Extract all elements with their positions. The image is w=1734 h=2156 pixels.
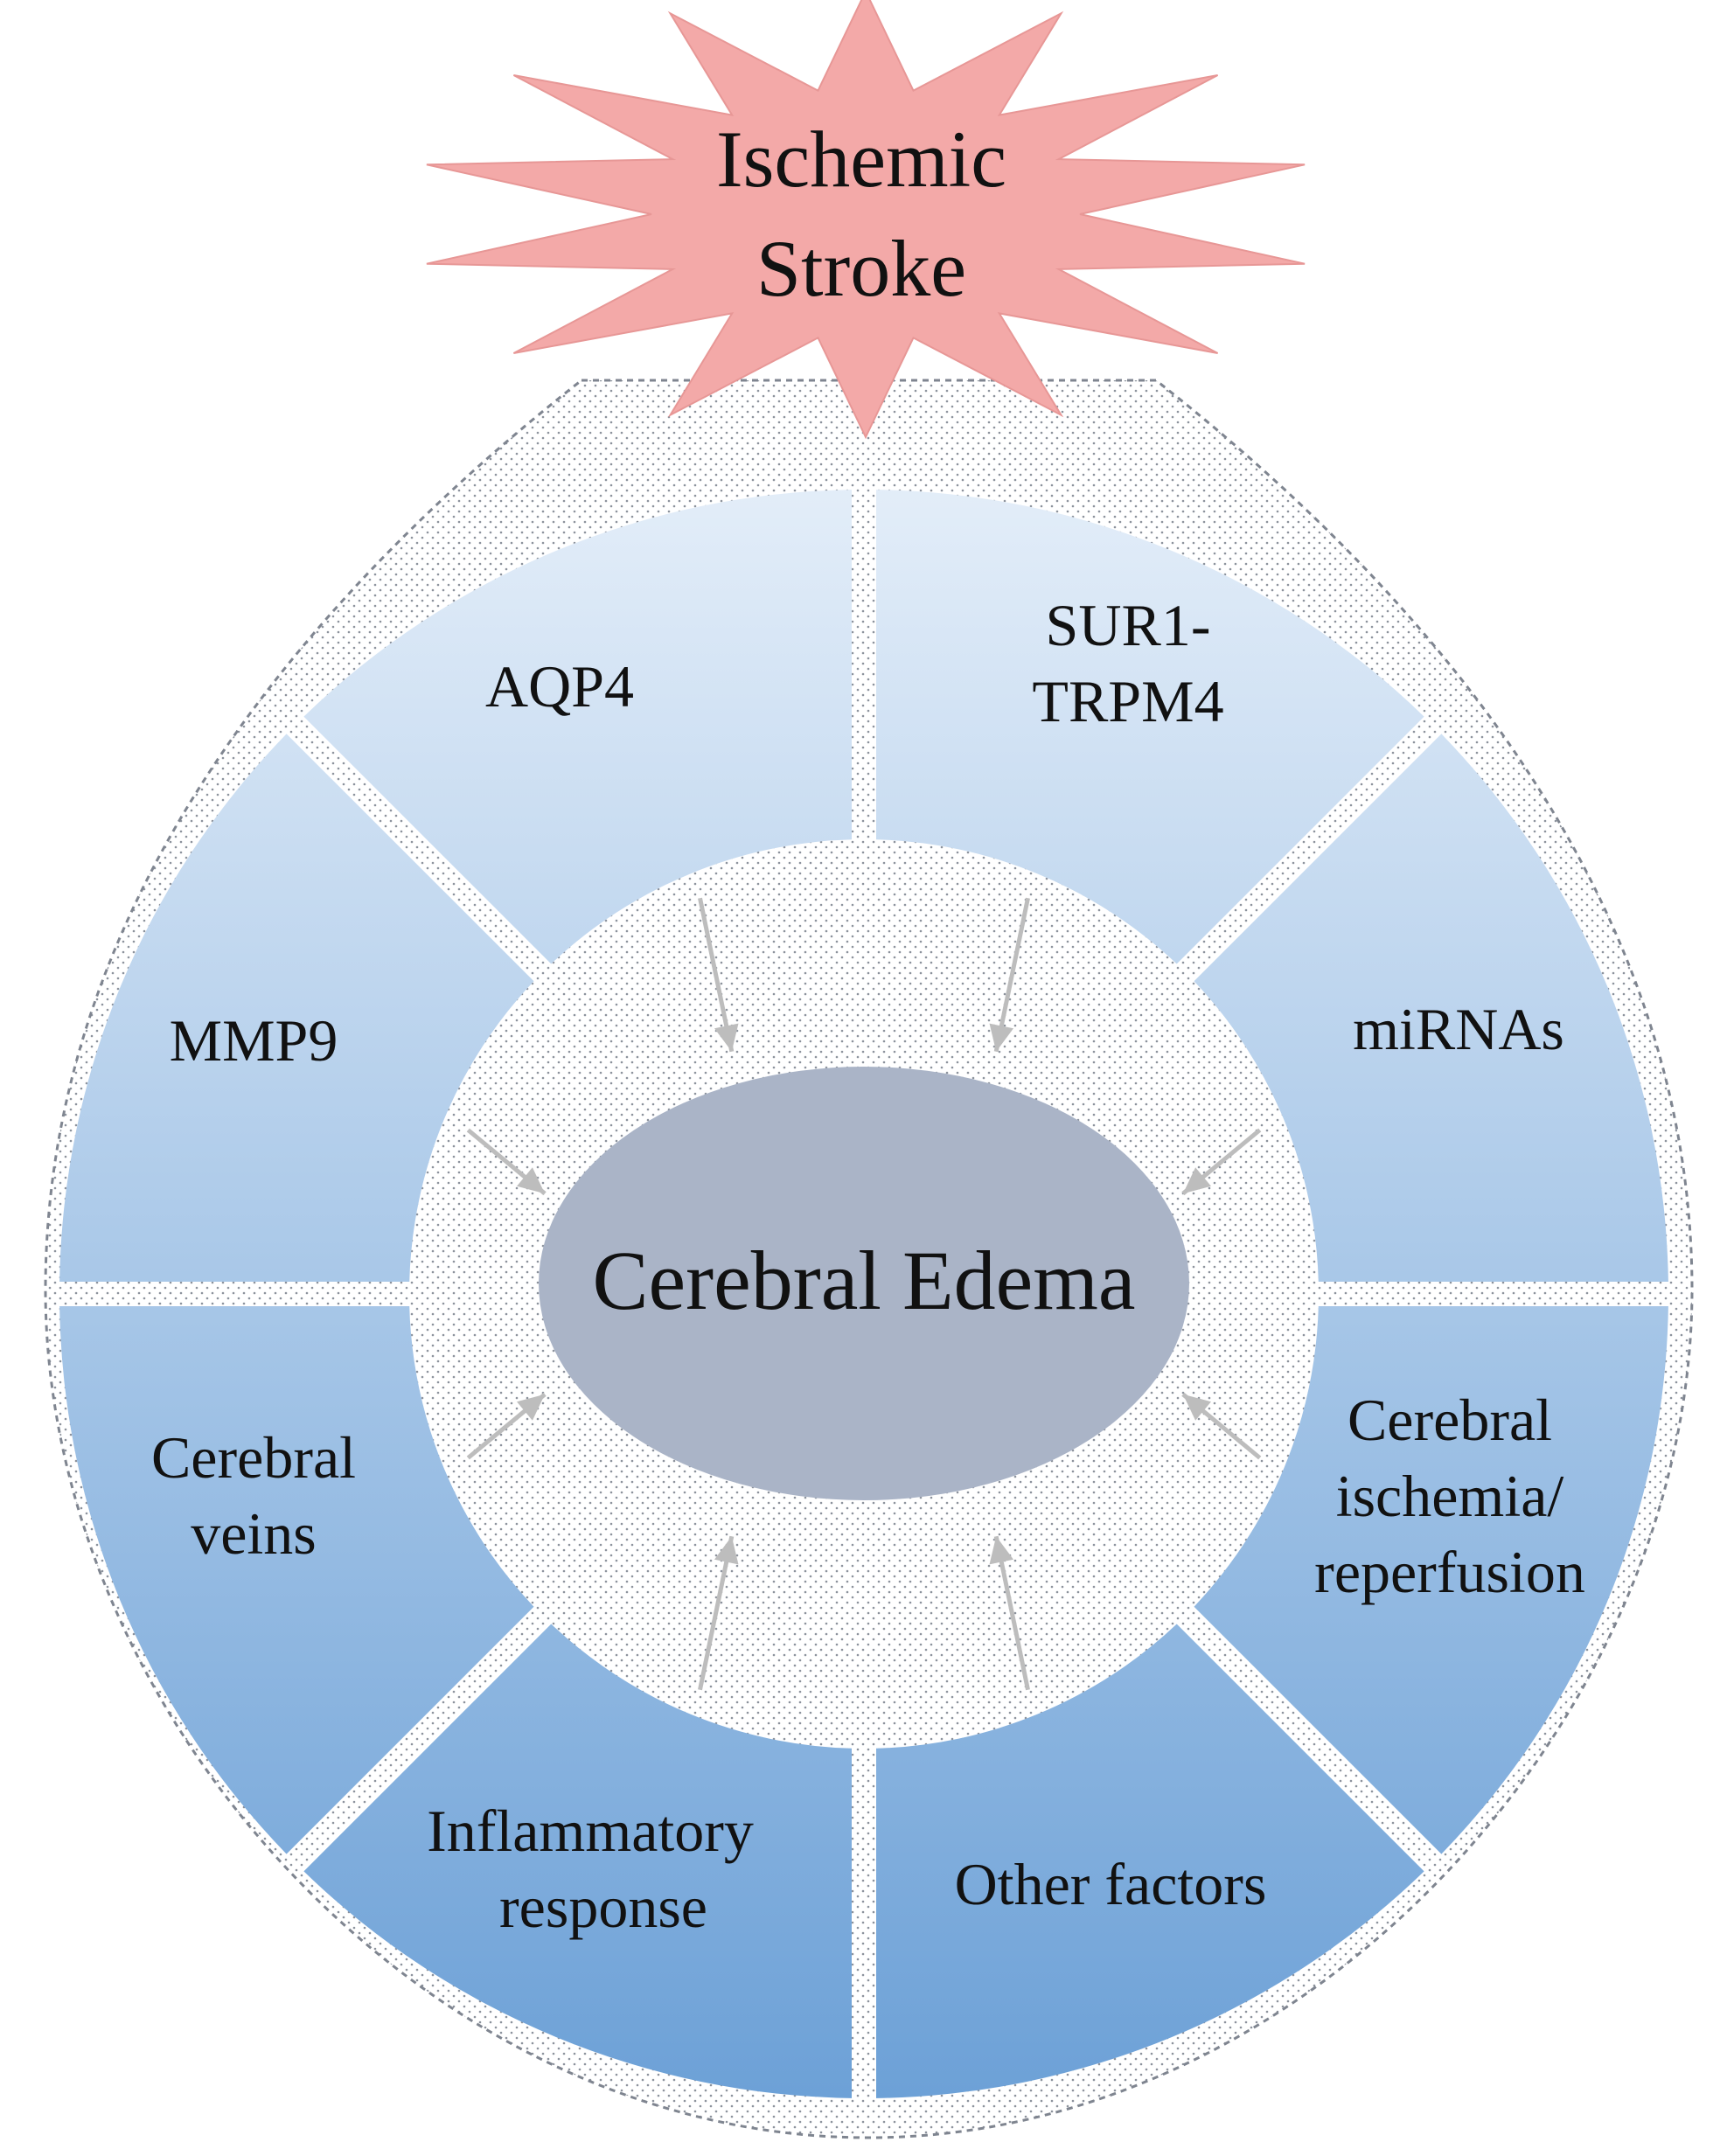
ring-segment-ischemia-reperfusion — [1194, 1306, 1668, 1854]
ring-segment-mmp9 — [59, 734, 534, 1282]
cerebral-edema-ellipse — [539, 1067, 1189, 1500]
segment-label-cerebral-veins-line-2: veins — [191, 1500, 317, 1567]
segment-label-aqp4: AQP4 — [485, 653, 634, 720]
segment-label-other-factors: Other factors — [955, 1851, 1267, 1917]
segment-label-sur1-trpm4-line-2: TRPM4 — [1032, 668, 1223, 734]
ring-segment-aqp4 — [303, 490, 852, 964]
arrow-head — [517, 1394, 546, 1421]
segment-label-sur1-trpm4: SUR1- TRPM4 — [1032, 592, 1223, 734]
ring-segment-cerebral-veins — [59, 1306, 534, 1854]
burst-label-line-1: Ischemic — [716, 115, 1006, 204]
ring-segment-inflammatory-response — [303, 1624, 852, 2098]
arrow-cerebral-veins — [466, 1392, 547, 1460]
arrow-head — [714, 1023, 739, 1052]
cerebral-edema-label: Cerebral Edema — [593, 1234, 1136, 1327]
burst-label-line-2: Stroke — [756, 224, 966, 313]
segment-label-inflammatory-response-line-2: response — [499, 1874, 707, 1940]
arrow-inflammatory-response — [698, 1535, 739, 1691]
arrow-mmp9 — [466, 1128, 547, 1196]
segment-label-ischemia-reperfusion-line-3: reperfusion — [1314, 1539, 1585, 1605]
ring-segment-mirnas — [1194, 734, 1668, 1282]
segment-label-aqp4-line-1: AQP4 — [485, 653, 634, 720]
segment-label-ischemia-reperfusion: Cerebral ischemia/ reperfusion — [1314, 1387, 1585, 1605]
segment-label-mirnas: miRNAs — [1353, 996, 1564, 1062]
segment-label-other-factors-line-1: Other factors — [955, 1851, 1267, 1917]
segment-label-cerebral-veins-line-1: Cerebral — [151, 1424, 356, 1491]
segment-label-inflammatory-response: Inflammatory response — [427, 1798, 754, 1940]
arrows — [466, 897, 1262, 1691]
ring-segments — [59, 490, 1668, 2098]
ring-segment-sur1-trpm4 — [876, 490, 1424, 964]
arrow-head — [1182, 1394, 1211, 1421]
arrow-ischemia-reperfusion — [1181, 1392, 1262, 1460]
ring-segment-other-factors — [876, 1624, 1424, 2098]
segment-label-sur1-trpm4-line-1: SUR1- — [1046, 592, 1211, 658]
segment-label-ischemia-reperfusion-line-2: ischemia/ — [1336, 1463, 1564, 1529]
segment-label-ischemia-reperfusion-line-1: Cerebral — [1348, 1387, 1552, 1453]
arrow-sur1-trpm4 — [989, 897, 1030, 1053]
arrow-head — [989, 1536, 1013, 1565]
arrow-mirnas — [1181, 1128, 1262, 1196]
ischemic-stroke-starburst — [426, 0, 1306, 440]
segment-label-inflammatory-response-line-1: Inflammatory — [427, 1798, 754, 1864]
arrow-head — [517, 1167, 546, 1194]
arrow-other-factors — [989, 1535, 1030, 1691]
segment-label-cerebral-veins: Cerebral veins — [151, 1424, 356, 1567]
segment-label-mmp9: MMP9 — [170, 1007, 338, 1074]
arrow-head — [989, 1023, 1013, 1052]
arrow-head — [714, 1536, 739, 1565]
arrow-aqp4 — [698, 897, 739, 1053]
arrow-head — [1182, 1167, 1211, 1194]
segment-label-mmp9-line-1: MMP9 — [170, 1007, 338, 1074]
segment-label-mirnas-line-1: miRNAs — [1353, 996, 1564, 1062]
